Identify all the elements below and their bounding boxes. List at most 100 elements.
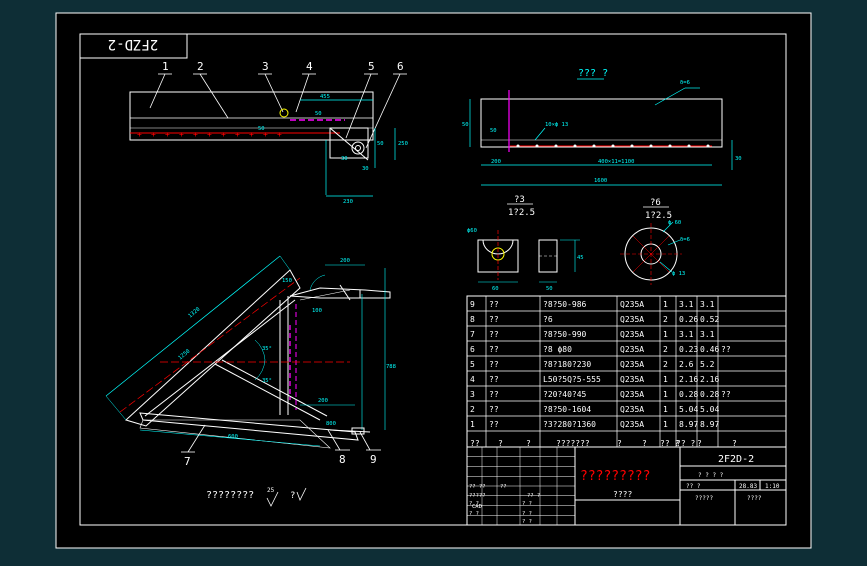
bom-header-cell: ??????? bbox=[556, 439, 590, 448]
tb-right-4: 1:10 bbox=[765, 483, 780, 490]
bom-cell: 4 bbox=[470, 375, 475, 384]
bom-cell: Q235A bbox=[620, 390, 644, 399]
bom-cell: 1 bbox=[663, 300, 668, 309]
side-dim-right: 30 bbox=[735, 156, 742, 162]
bom-header-cell: ? bbox=[498, 439, 503, 448]
rotated-code-text: 2FZD-2 bbox=[108, 36, 159, 52]
top-dim-5: 50 bbox=[377, 141, 384, 147]
drawing-subname: ???? bbox=[613, 490, 632, 499]
side-dim-label: 10×ϕ 13 bbox=[545, 122, 568, 128]
top-dim-7: 50 bbox=[315, 111, 322, 117]
bom-cell: 3.1 bbox=[679, 330, 694, 339]
bom-cell: ?? bbox=[489, 330, 499, 339]
bom-header-cell: ?? bbox=[470, 439, 480, 448]
svg-text:+: + bbox=[277, 130, 282, 139]
detail-3: ?3 1?2.5 bbox=[477, 195, 580, 283]
detail-3-dimensions: ϕ60 60 50 45 bbox=[467, 228, 584, 292]
part-number-labels: 1 2 3 4 5 6 bbox=[162, 60, 404, 73]
bom-cell: Q235A bbox=[620, 360, 644, 369]
detail-6-num: ?6 bbox=[650, 198, 661, 208]
tb-small-text: ? ? bbox=[522, 511, 532, 517]
bom-cell: 2.16 bbox=[700, 375, 719, 384]
bom-cell: ?20?40?45 bbox=[543, 390, 587, 399]
tb-small-text: ? ? bbox=[522, 519, 532, 525]
assembly-number-7: 7 bbox=[184, 455, 191, 468]
detail-3-scale: 1?2.5 bbox=[508, 208, 535, 218]
bom-cell: 2.16 bbox=[679, 375, 698, 384]
bom-cell: 6 bbox=[470, 345, 475, 354]
tb-right-6: ???? bbox=[747, 495, 762, 502]
part-number-3: 3 bbox=[262, 60, 269, 73]
svg-text:+: + bbox=[151, 130, 156, 139]
bom-cell: 3.1 bbox=[700, 300, 715, 309]
bom-cell: Q235A bbox=[620, 405, 644, 414]
bom-cell: ?? bbox=[489, 375, 499, 384]
side-view: ??? ? bbox=[469, 68, 733, 186]
bom-cell: 0.28 bbox=[679, 390, 698, 399]
tb-small-text: ? ? bbox=[469, 511, 479, 517]
bom-cell: ?? bbox=[489, 315, 499, 324]
tb-small-text: ????? bbox=[469, 493, 486, 499]
svg-text:+: + bbox=[207, 130, 212, 139]
bom-cell: 2.6 bbox=[679, 360, 694, 369]
top-dim-3: 30 bbox=[341, 156, 348, 162]
bom-cell: 1 bbox=[663, 330, 668, 339]
bom-cell: ?? bbox=[489, 360, 499, 369]
detail-6-dim-2: δ=6 bbox=[680, 237, 690, 243]
tb-right-5: ????? bbox=[695, 495, 713, 502]
bom-cell: ?8?180?230 bbox=[543, 360, 591, 369]
asm-dim-11: 35° bbox=[262, 378, 272, 384]
bom-cell: 7 bbox=[470, 330, 475, 339]
bom-cell: 2 bbox=[663, 315, 668, 324]
side-dim-height: 50 bbox=[462, 122, 469, 128]
top-dim-1: 455 bbox=[320, 94, 330, 100]
top-dim-2: 50 bbox=[258, 126, 265, 132]
top-view-dimensions: 455 50 30 30 50 250 50 230 bbox=[258, 94, 408, 205]
bom-cell: 1 bbox=[663, 405, 668, 414]
bom-cell: 3.1 bbox=[700, 330, 715, 339]
bom-cell: 1 bbox=[470, 420, 475, 429]
bom-cell: 5.04 bbox=[700, 405, 719, 414]
bom-cell: 3 bbox=[470, 390, 475, 399]
bom-header-cell: ? bbox=[732, 439, 737, 448]
bom-cell: 8.97 bbox=[700, 420, 719, 429]
bom-header-cell: ? bbox=[526, 439, 531, 448]
bom-cell: 5.2 bbox=[700, 360, 715, 369]
tb-small-text: ?? ? bbox=[527, 493, 540, 499]
side-dim-left-height: 50 bbox=[490, 128, 497, 134]
title-block-left-grid: ?? ??????????? ?? ?? ?CAD? ?? ?? ? bbox=[467, 446, 575, 525]
bom-cell: 1 bbox=[663, 390, 668, 399]
side-dim-left: 200 bbox=[491, 159, 501, 165]
asm-dim-9: 788 bbox=[386, 364, 396, 370]
detail-6-dimensions: ϕ 60 δ=6 ϕ 13 bbox=[668, 220, 690, 277]
bom-cell: 2 bbox=[470, 405, 475, 414]
bom-cell: 9 bbox=[470, 300, 475, 309]
drawing-number: 2F2D-2 bbox=[718, 454, 754, 465]
tb-small-text: ? ? bbox=[522, 501, 532, 507]
svg-text:+: + bbox=[221, 130, 226, 139]
tb-small-text: ?? bbox=[500, 484, 507, 490]
bom-header-cell: ?? ? bbox=[660, 439, 679, 448]
detail-6-dim-1: ϕ 60 bbox=[668, 220, 681, 226]
bom-cell: 5 bbox=[470, 360, 475, 369]
bom-cell: Q235A bbox=[620, 315, 644, 324]
bom-cell: 0.46 bbox=[700, 345, 719, 354]
roughness-a: 25 bbox=[267, 487, 275, 494]
asm-dim-6: 200 bbox=[318, 398, 328, 404]
bom-cell: ?8?50-990 bbox=[543, 330, 587, 339]
bom-cell: ?6 bbox=[543, 315, 553, 324]
bom-cell: ?? bbox=[489, 420, 499, 429]
bom-cell: 8 bbox=[470, 315, 475, 324]
svg-text:+: + bbox=[165, 130, 170, 139]
tb-right-3: 28.83 bbox=[739, 483, 757, 490]
assembly-view bbox=[105, 255, 391, 453]
roughness-symbols: 25 ? bbox=[266, 487, 307, 507]
part-number-2: 2 bbox=[197, 60, 204, 73]
detail-6: ?6 1?2.5 bbox=[620, 198, 682, 285]
detail-3-num: ?3 bbox=[514, 195, 525, 205]
detail-6-scale: 1?2.5 bbox=[645, 211, 672, 221]
detail-3-dim-4: 45 bbox=[577, 255, 584, 261]
top-dim-6: 250 bbox=[398, 141, 408, 147]
